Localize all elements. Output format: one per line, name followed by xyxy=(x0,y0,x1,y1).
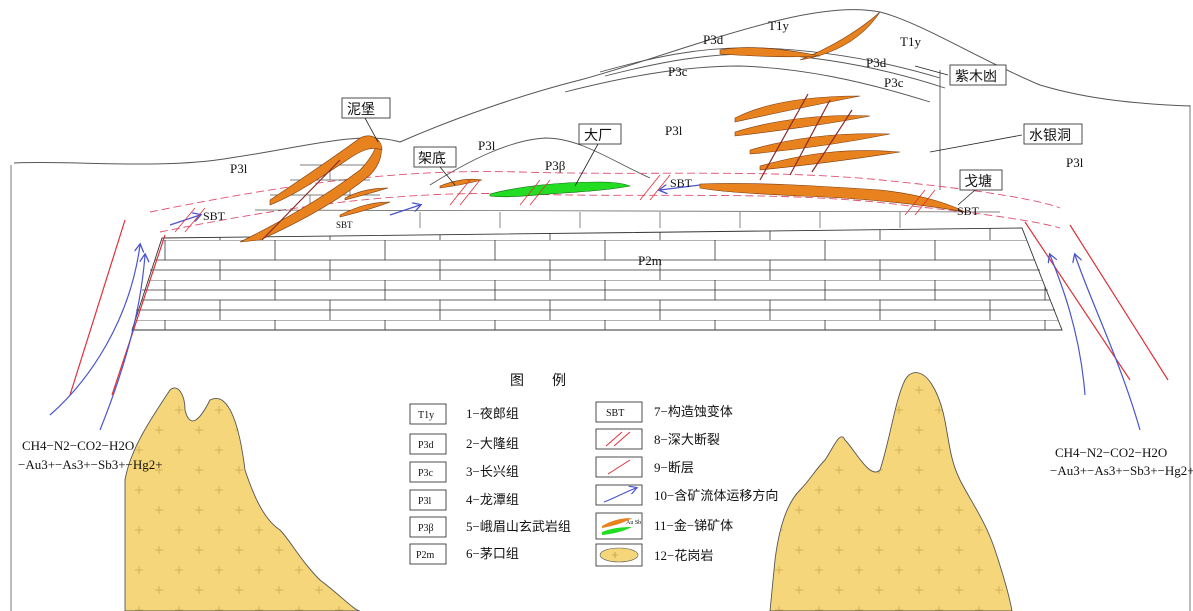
label-p3l-c: P3l xyxy=(665,123,683,138)
place-zimudang: 紫木凼 xyxy=(955,69,997,85)
place-labels: 泥堡 架底 大厂 紫木凼 水银洞 戈塘 xyxy=(341,64,1083,206)
place-nibao: 泥堡 xyxy=(347,102,375,118)
place-jiadi: 架底 xyxy=(418,151,446,167)
label-sbt-b: SBT xyxy=(336,220,353,230)
svg-text:P3l: P3l xyxy=(418,496,432,507)
label-p3l-d: P3l xyxy=(1066,155,1084,170)
svg-text:6−茅口组: 6−茅口组 xyxy=(466,546,519,561)
fluid-arrows xyxy=(49,185,1141,431)
legend-item-10: 10−含矿流体运移方向 xyxy=(595,484,778,506)
place-shuiyindong: 水银洞 xyxy=(1029,128,1071,144)
deep-fault-left xyxy=(69,219,166,396)
svg-text:5−峨眉山玄武岩组: 5−峨眉山玄武岩组 xyxy=(466,519,571,534)
fluid-label-left: CH4−N2−CO2−H2O −Au3+−As3+−Sb3+−Hg2+ xyxy=(18,438,163,472)
svg-text:T1y: T1y xyxy=(418,410,434,421)
orebodies-au xyxy=(239,11,966,243)
p2m-limestone-block xyxy=(131,227,1063,331)
label-p3c-a: P3c xyxy=(668,64,688,79)
legend-item-3: P3c 3−长兴组 xyxy=(409,461,519,483)
inner-hill-line xyxy=(429,137,651,186)
svg-text:7−构造蚀变体: 7−构造蚀变体 xyxy=(654,404,733,419)
svg-text:P3c: P3c xyxy=(418,468,434,479)
svg-text:8−深大断裂: 8−深大断裂 xyxy=(654,432,720,447)
legend-item-9: 9−断层 xyxy=(595,456,694,478)
fluid-left-line2: −Au3+−As3+−Sb3+−Hg2+ xyxy=(18,457,163,472)
legend-item-1: T1y 1−夜郎组 xyxy=(409,403,519,425)
label-p3c-b: P3c xyxy=(884,75,904,90)
fluid-label-right: CH4−N2−CO2−H2O −Au3+−As3+−Sb3+−Hg2+ xyxy=(1050,445,1193,478)
svg-text:3−长兴组: 3−长兴组 xyxy=(466,464,519,479)
svg-text:9−断层: 9−断层 xyxy=(654,460,694,475)
legend-item-6: P2m 6−茅口组 xyxy=(409,543,519,565)
legend-item-7: SBT 7−构造蚀变体 xyxy=(595,401,733,423)
label-p3d-a: P3d xyxy=(703,32,724,47)
place-dachang: 大厂 xyxy=(584,128,612,144)
fluid-right-line1: CH4−N2−CO2−H2O xyxy=(1055,445,1167,460)
svg-text:P3β: P3β xyxy=(418,523,434,534)
upper-strata-lines xyxy=(564,47,946,190)
fluid-left-line1: CH4−N2−CO2−H2O xyxy=(22,438,134,453)
svg-text:P3d: P3d xyxy=(418,440,434,451)
label-p3l-a: P3l xyxy=(230,161,248,176)
svg-text:11−金−锑矿体: 11−金−锑矿体 xyxy=(654,518,733,533)
svg-text:1−夜郎组: 1−夜郎组 xyxy=(466,406,519,421)
label-sbt-d: SBT xyxy=(957,204,980,218)
label-p3l-b: P3l xyxy=(478,138,496,153)
svg-text:SBT: SBT xyxy=(606,408,624,419)
orebody-sb xyxy=(489,181,632,198)
svg-text:12−花岗岩: 12−花岗岩 xyxy=(654,548,713,563)
label-sbt-a: SBT xyxy=(203,209,226,223)
svg-text:P2m: P2m xyxy=(416,550,435,561)
legend-title: 图 例 xyxy=(510,373,566,389)
svg-text:2−大隆组: 2−大隆组 xyxy=(466,436,519,451)
legend: 图 例 T1y 1−夜郎组 P3d 2−大隆组 P3c 3−长兴组 P3l 4−… xyxy=(409,373,778,567)
strata-labels: T1y T1y P3d P3d P3c P3c P3l P3l P3l P3l … xyxy=(203,18,1084,268)
legend-item-4: P3l 4−龙潭组 xyxy=(409,489,519,511)
granite-right xyxy=(769,372,1013,611)
svg-text:10−含矿流体运移方向: 10−含矿流体运移方向 xyxy=(654,488,778,503)
legend-item-2: P3d 2−大隆组 xyxy=(409,433,519,455)
label-p3d-b: P3d xyxy=(866,55,887,70)
small-faults xyxy=(261,93,853,241)
label-t1y-a: T1y xyxy=(768,18,789,33)
svg-text:4−龙潭组: 4−龙潭组 xyxy=(466,492,519,507)
deep-fault-right xyxy=(1024,221,1169,381)
legend-item-12: 12−花岗岩 xyxy=(595,543,713,567)
sbt-fault-hatches xyxy=(174,174,936,233)
place-getang: 戈塘 xyxy=(964,174,992,190)
legend-item-11: Au Sb 11−金−锑矿体 xyxy=(595,512,733,540)
legend-item-5: P3β 5−峨眉山玄武岩组 xyxy=(409,516,571,538)
granite-left xyxy=(124,387,361,611)
frame xyxy=(10,105,1191,611)
label-p3b: P3β xyxy=(545,158,566,173)
label-sbt-c: SBT xyxy=(670,176,693,190)
svg-text:Au Sb: Au Sb xyxy=(626,520,641,526)
legend-item-8: 8−深大断裂 xyxy=(595,428,720,450)
label-t1y-b: T1y xyxy=(900,34,921,49)
label-p2m: P2m xyxy=(638,253,662,268)
fluid-right-line2: −Au3+−As3+−Sb3+−Hg2+ xyxy=(1050,463,1193,478)
